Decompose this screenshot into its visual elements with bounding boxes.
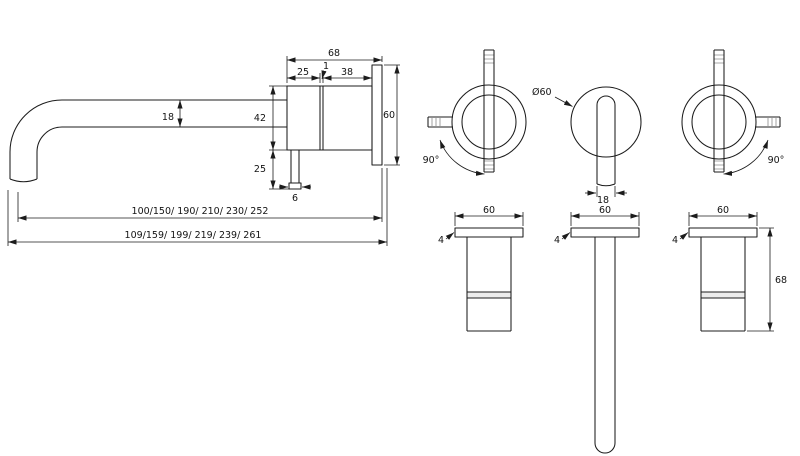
dim-lever-length-label: 25 — [254, 164, 266, 175]
middle-spout-tube-outline — [594, 237, 616, 454]
front-view-middle-group: Ø60 18 — [532, 86, 642, 206]
dim-lever-tip-label: 6 — [292, 193, 298, 204]
front-view-right-group: 90° — [681, 49, 785, 176]
middle-plate-thickness-label: 4 — [554, 235, 560, 246]
middle-flange-outline — [570, 227, 640, 238]
right-plate-outer-circle — [681, 84, 757, 160]
dim-overall-options-label: 109/159/ 199/ 219/ 239/ 261 — [125, 230, 262, 241]
right-body-outline — [700, 237, 746, 332]
right-width-extension-lines — [688, 212, 774, 332]
spout-front-outline — [596, 95, 616, 187]
dim-segment-left-label: 25 — [297, 67, 309, 78]
spout-width-extension-lines — [596, 186, 616, 197]
right-handle-knurl-ticks — [714, 54, 777, 170]
side-view-group: 68 25 1 38 18 42 25 60 6 100/150/ 190/ 2… — [7, 48, 400, 246]
right-cross-handle — [713, 49, 781, 173]
dim-spout-diameter-label: 18 — [162, 112, 174, 123]
right-thickness-leader — [679, 232, 689, 240]
spout-width-label: 18 — [597, 195, 609, 206]
body-length-label: 68 — [775, 275, 787, 286]
right-aerator-band — [701, 292, 745, 298]
left-handle-knurl-ticks — [431, 54, 494, 170]
left-thickness-leader — [445, 232, 455, 240]
valve-body-outline — [286, 85, 373, 151]
dim-body-height-label: 42 — [254, 113, 266, 124]
left-body-outline — [466, 237, 512, 332]
extension-lines — [7, 56, 400, 246]
left-plate-outer-circle — [451, 84, 527, 160]
dim-segment-gap-label: 1 — [323, 61, 329, 72]
right-angle-arc — [723, 139, 769, 176]
plate-diameter-leader — [554, 96, 573, 107]
left-angle-label: 90° — [423, 155, 440, 166]
middle-thickness-leader — [561, 232, 571, 240]
dim-total-width-label: 68 — [328, 48, 340, 59]
left-plate-width-label: 60 — [483, 205, 495, 216]
left-angle-arc — [439, 139, 485, 176]
dim-segment-right-label: 38 — [341, 67, 353, 78]
left-plate-thickness-label: 4 — [438, 235, 444, 246]
right-angle-label: 90° — [768, 155, 785, 166]
section-view-middle-group: 60 4 — [554, 205, 640, 454]
right-plate-inner-circle — [691, 94, 747, 150]
right-plate-thickness-label: 4 — [672, 235, 678, 246]
right-plate-width-label: 60 — [717, 205, 729, 216]
left-cross-handle — [427, 49, 495, 173]
section-view-right-group: 60 4 68 — [672, 205, 787, 332]
plate-diameter-label: Ø60 — [532, 87, 552, 98]
lever-outline — [288, 150, 302, 190]
left-plate-inner-circle — [461, 94, 517, 150]
middle-plate-width-label: 60 — [599, 205, 611, 216]
section-view-left-group: 60 4 — [438, 205, 524, 332]
dim-gap-leader — [321, 70, 327, 80]
spout-plate-circle — [570, 86, 642, 158]
spout-outline — [9, 99, 287, 183]
front-view-left-group: 90° — [423, 49, 527, 176]
left-aerator-band — [467, 292, 511, 298]
right-flange-outline — [688, 227, 758, 238]
dim-plate-height-label: 60 — [383, 110, 395, 121]
dim-reach-options-label: 100/150/ 190/ 210/ 230/ 252 — [132, 206, 269, 217]
left-flange-outline — [454, 227, 524, 238]
wall-plate-outline — [371, 64, 383, 166]
